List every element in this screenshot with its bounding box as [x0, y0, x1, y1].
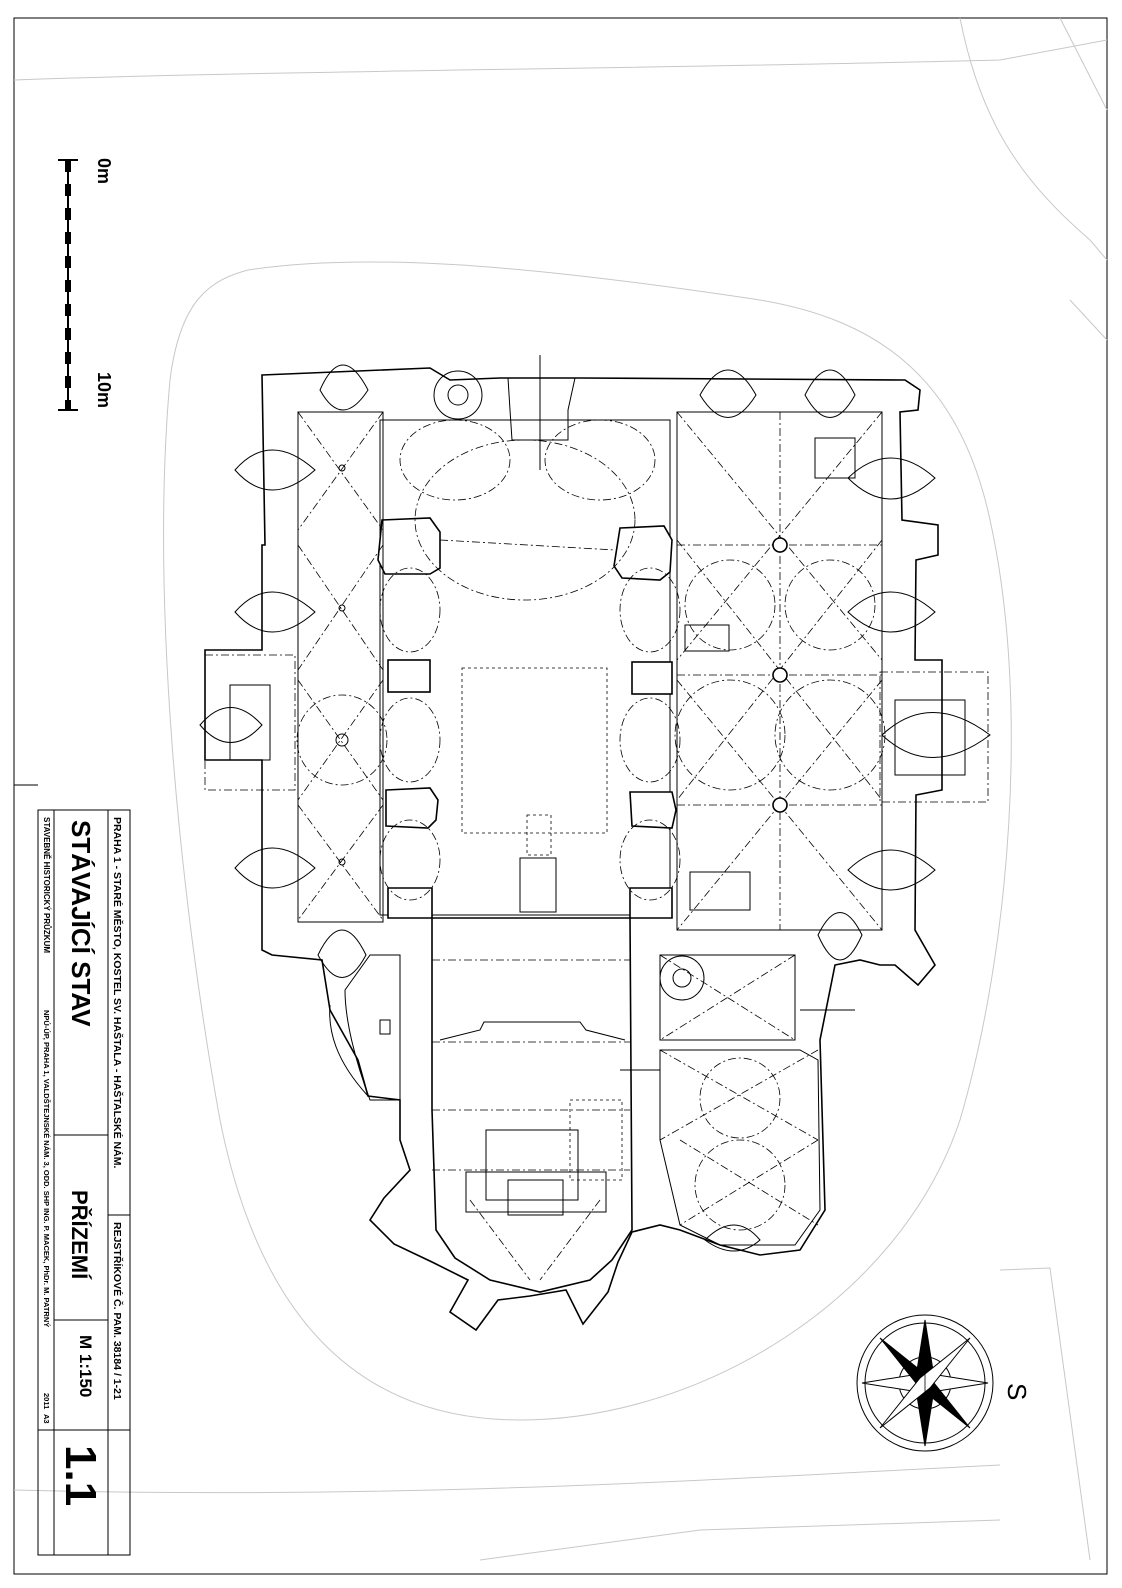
scale-start-label: 0m [94, 158, 114, 184]
scale-bar [58, 159, 78, 411]
registry-text: REJSTŘÍKOVÉ Č. PAM. 38184 / 1-21 [111, 1222, 124, 1400]
format-text: A3 [42, 1414, 51, 1424]
authors-text: NPÚ-ÚP, PRAHA 1, VALDŠTEJNSKÉ NÁM. 3, OD… [42, 1010, 51, 1327]
state-heading: STÁVAJÍCÍ STAV [66, 820, 96, 1027]
north-arrow-icon [856, 1314, 994, 1452]
compass-label: S [1002, 1383, 1032, 1400]
scale-end-label: 10m [94, 372, 114, 408]
title-block [37, 809, 131, 1556]
sheet-border [13, 17, 1108, 1575]
year-text: 2011 [42, 1393, 51, 1409]
sheet-number: 1.1 [56, 1445, 105, 1506]
survey-text: STAVEBNĚ HISTORICKÝ PRŮZKUM [42, 817, 52, 953]
floor-heading: PŘÍZEMÍ [67, 1190, 92, 1280]
location-text: PRAHA 1 - STARÉ MĚSTO, KOSTEL SV. HAŠTAL… [111, 817, 124, 1168]
scale-text: M 1:150 [76, 1335, 95, 1397]
church-plan [199, 355, 991, 1332]
site-outline [13, 17, 1108, 1561]
